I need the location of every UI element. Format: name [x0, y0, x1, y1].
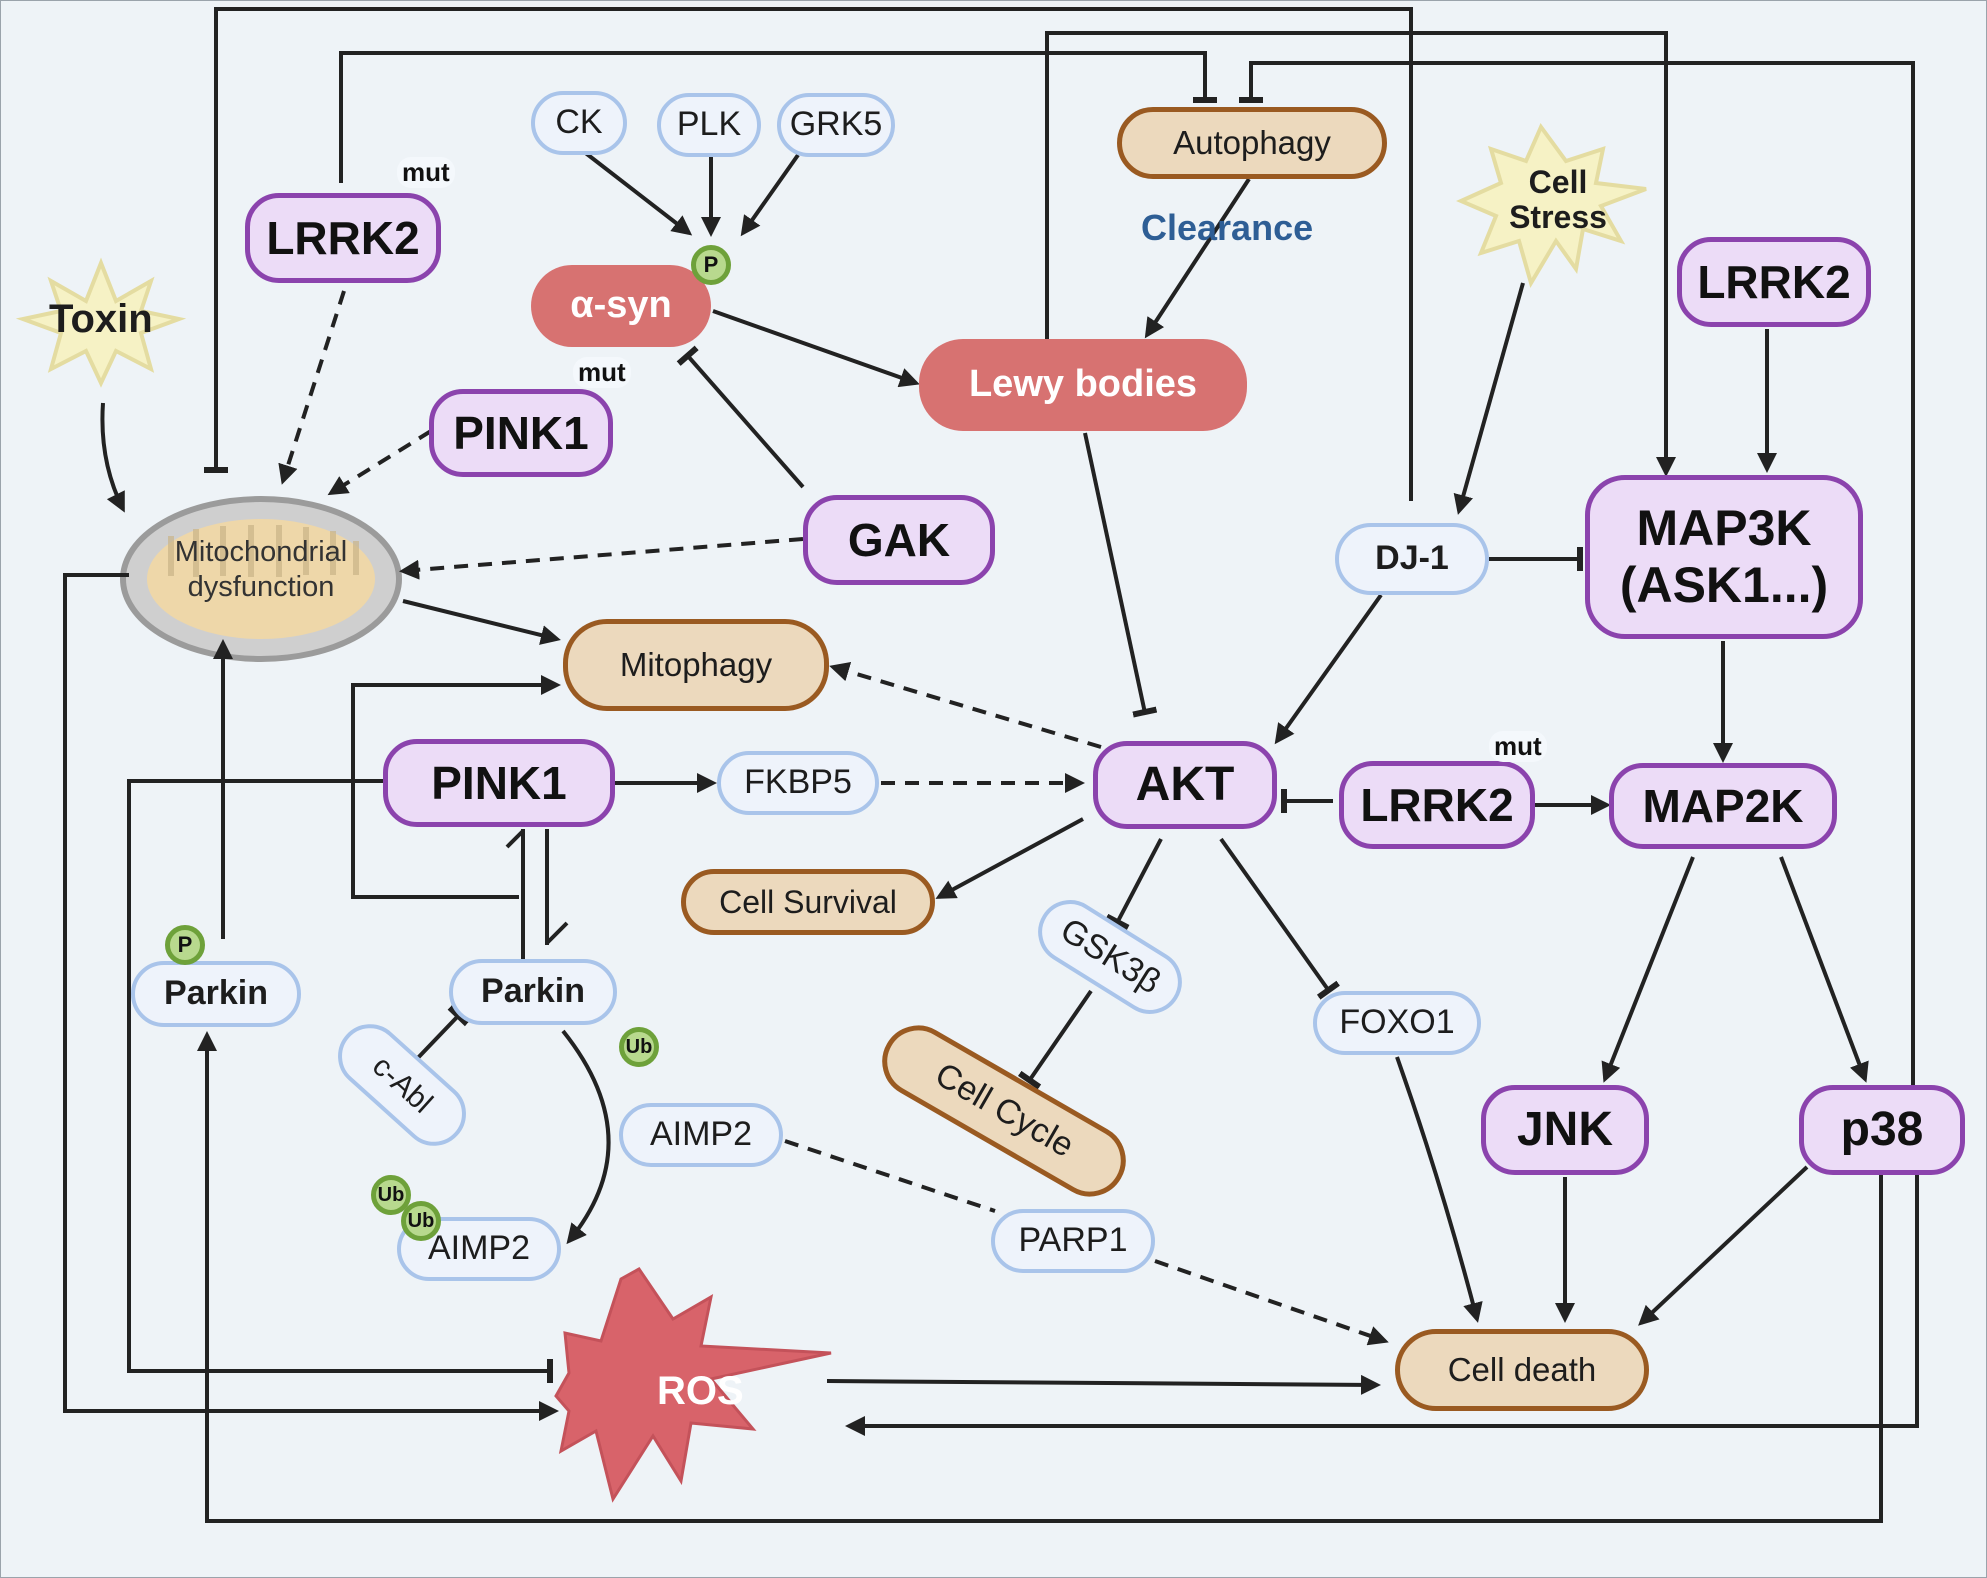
lrrk2-top-left-node: LRRK2 — [245, 193, 441, 283]
parkin-phospho-badge: P — [165, 925, 205, 965]
mut-label-lrrk2-mid: mut — [1489, 731, 1547, 762]
map3k-line2: (ASK1...) — [1619, 557, 1829, 613]
plk-node: PLK — [657, 93, 761, 157]
aimp2-ub-badge-2: Ub — [401, 1201, 441, 1241]
autophagy-node: Autophagy — [1117, 107, 1387, 179]
pink1-top-node: PINK1 — [429, 389, 613, 477]
mitophagy-node: Mitophagy — [563, 619, 829, 711]
mito-line2: dysfunction — [187, 570, 335, 603]
clearance-label: Clearance — [1141, 207, 1314, 248]
cell-stress-label: Cell Stress — [1473, 164, 1643, 236]
mitochondrion-icon — [120, 496, 402, 662]
foxo1-node: FOXO1 — [1313, 991, 1481, 1055]
mito-line1: Mitochondrial — [174, 536, 348, 568]
mito-dysfunction-label: Mitochondrial dysfunction — [159, 535, 363, 605]
akt-node: AKT — [1093, 741, 1277, 829]
phospho-badge: P — [691, 245, 731, 285]
parkin-left-node: Parkin — [131, 961, 301, 1027]
alpha-syn-node: α-syn — [531, 265, 711, 347]
toxin-starburst-icon — [15, 257, 187, 388]
p38-node: p38 — [1799, 1085, 1965, 1175]
toxin-label: Toxin — [49, 297, 153, 341]
cell-stress-starburst-icon — [1456, 123, 1647, 289]
mut-label-pink1: mut — [573, 357, 631, 388]
cell-death-node: Cell death — [1395, 1329, 1649, 1411]
lrrk2-mid-node: LRRK2 — [1339, 761, 1535, 849]
lrrk2-right-node: LRRK2 — [1677, 237, 1871, 327]
aimp2-ub-badge-1: Ub — [371, 1175, 411, 1215]
cell-stress-line1: Cell — [1528, 164, 1588, 200]
map2k-node: MAP2K — [1609, 763, 1837, 849]
dj1-node: DJ-1 — [1335, 523, 1489, 595]
connectors — [63, 7, 1919, 1523]
aimp2-node: AIMP2 — [619, 1103, 783, 1167]
lewy-bodies-node: Lewy bodies — [919, 339, 1247, 431]
parkin-ub-badge: Ub — [619, 1027, 659, 1067]
jnk-node: JNK — [1481, 1085, 1649, 1175]
cell-survival-node: Cell Survival — [681, 869, 935, 935]
ros-starburst-icon — [554, 1267, 832, 1503]
mut-label-lrrk2: mut — [397, 157, 455, 188]
parkin-mid-node: Parkin — [449, 959, 617, 1025]
grk5-node: GRK5 — [777, 93, 895, 157]
ck-node: CK — [531, 91, 627, 155]
cell-stress-line2: Stress — [1509, 199, 1607, 236]
fkbp5-node: FKBP5 — [717, 751, 879, 815]
map3k-line1: MAP3K — [1636, 499, 1812, 556]
map3k-node: MAP3K (ASK1...) — [1585, 475, 1863, 639]
parp1-node: PARP1 — [991, 1209, 1155, 1273]
pink1-mid-node: PINK1 — [383, 739, 615, 827]
gak-node: GAK — [803, 495, 995, 585]
ros-label: ROS — [657, 1369, 744, 1413]
